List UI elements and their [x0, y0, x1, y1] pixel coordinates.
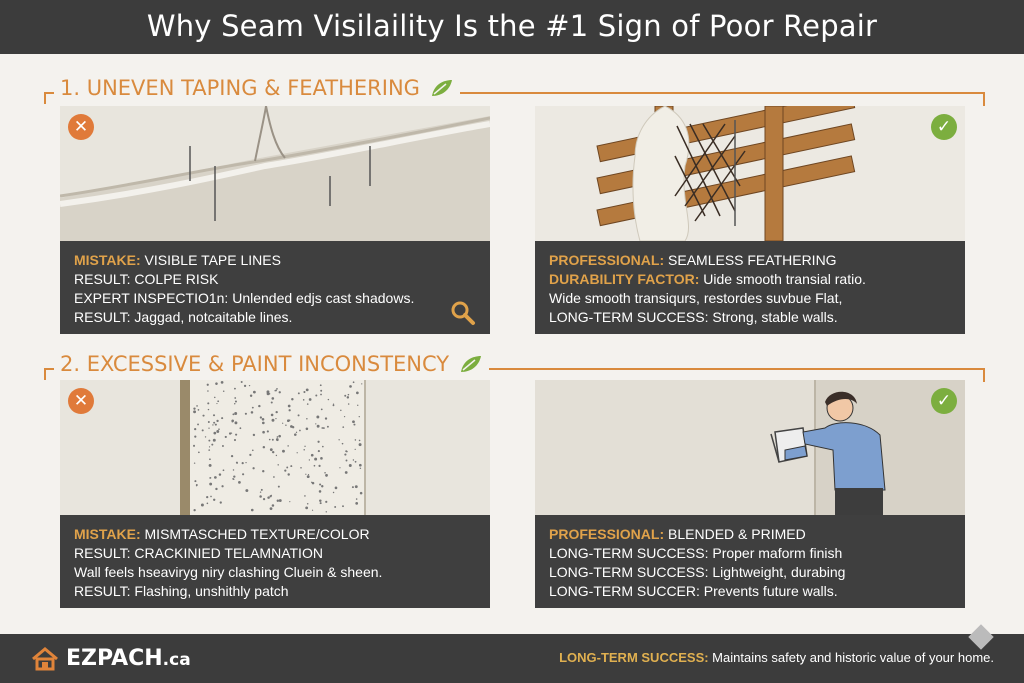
brand-name: EZPACH.ca: [66, 646, 191, 671]
card-mistake-tape: ✕ MISTAKE: VISIBLE TAPE LINES RESULT: CO…: [60, 106, 490, 334]
card-line: EXPERT INSPECTIO1n: Unlended edjs cast s…: [74, 290, 415, 306]
card-text-block: PROFESSIONAL: SEAMLESS FEATHERING DURABI…: [535, 241, 965, 334]
section-title-2-text: 2. EXCESSIVE & PAINT INCONSTENCY: [60, 352, 450, 376]
leaf-icon: [461, 356, 482, 372]
section-frame-1-right: [505, 92, 985, 106]
card-line: LONG-TERM SUCCESS: Lightweight, durabing: [549, 564, 846, 580]
card-line: RESULT: COLPE RISK: [74, 271, 219, 287]
card-line: RESULT: CRACKINIED TELAMNATION: [74, 545, 323, 561]
footer-note: LONG-TERM SUCCESS: Maintains safety and …: [559, 650, 994, 665]
card-professional-blended: ✓ PROFESSIONAL: BLENDED & PRIMED LONG-TE…: [535, 380, 965, 608]
check-badge-icon: ✓: [931, 114, 957, 140]
section-frame-2-right: [505, 368, 985, 382]
card-line: Wide smooth transiqurs, restordes suvbue…: [549, 290, 843, 306]
section-title-1-text: 1. UNEVEN TAPING & FEATHERING: [60, 76, 420, 100]
card-line: PROFESSIONAL: BLENDED & PRIMED: [549, 526, 806, 542]
magnifier-icon: [451, 301, 475, 325]
mistake-badge-icon: ✕: [68, 388, 94, 414]
page-title: Why Seam Visilaility Is the #1 Sign of P…: [146, 9, 878, 43]
brand-logo[interactable]: EZPACH.ca: [30, 646, 191, 671]
card-line: MISTAKE: VISIBLE TAPE LINES: [74, 252, 281, 268]
section-title-1: 1. UNEVEN TAPING & FEATHERING: [54, 76, 460, 100]
card-line: RESULT: Jaggad, notcaitable lines.: [74, 309, 293, 325]
card-text-block: MISTAKE: MISMTASCHED TEXTURE/COLOR RESUL…: [60, 515, 490, 608]
section-title-2: 2. EXCESSIVE & PAINT INCONSTENCY: [54, 352, 490, 376]
card-line: LONG-TERM SUCCER: Prevents future walls.: [549, 583, 838, 599]
card-text-block: MISTAKE: VISIBLE TAPE LINES RESULT: COLP…: [60, 241, 490, 334]
leaf-icon: [431, 80, 452, 96]
card-line: LONG-TERM SUCCESS: Proper maform finish: [549, 545, 843, 561]
mistake-badge-icon: ✕: [68, 114, 94, 140]
card-text-block: PROFESSIONAL: BLENDED & PRIMED LONG-TERM…: [535, 515, 965, 608]
card-line: RESULT: Flashing, unshithly patch: [74, 583, 289, 599]
card-line: Wall feels hseaviryg niry clashing Cluei…: [74, 564, 383, 580]
diamond-icon: [968, 624, 994, 650]
card-line: LONG-TERM SUCCESS: Strong, stable walls.: [549, 309, 838, 325]
card-line: DURABILITY FACTOR: Uide smooth transial …: [549, 271, 866, 287]
uneven-tape-illustration: [60, 106, 490, 241]
worker-priming-illustration: [535, 380, 965, 515]
header-bar: Why Seam Visilaility Is the #1 Sign of P…: [0, 0, 1024, 54]
texture-patch-illustration: [60, 380, 490, 515]
card-line: PROFESSIONAL: SEAMLESS FEATHERING: [549, 252, 837, 268]
house-icon: [32, 646, 58, 670]
lath-repair-illustration: [535, 106, 965, 241]
card-mistake-texture: ✕ MISTAKE: MISMTASCHED TEXTURE/COLOR RES…: [60, 380, 490, 608]
check-badge-icon: ✓: [931, 388, 957, 414]
footer-bar: EZPACH.ca LONG-TERM SUCCESS: Maintains s…: [0, 624, 1024, 683]
card-professional-feathering: ✓ PROFESSIONAL: SEAMLESS FEATHERING DURA…: [535, 106, 965, 334]
card-line: MISTAKE: MISMTASCHED TEXTURE/COLOR: [74, 526, 370, 542]
